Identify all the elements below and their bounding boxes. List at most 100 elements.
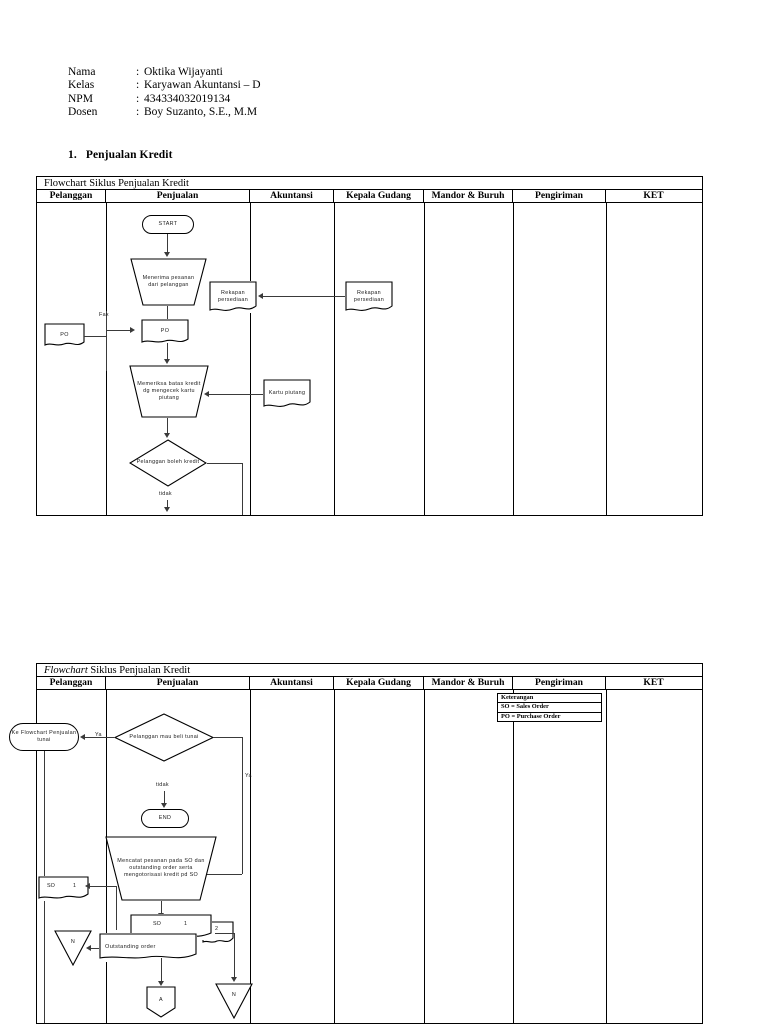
node-so-penjualan-copy: 1 [184,921,187,927]
connector-line [89,886,116,887]
identity-label-dosen: Dosen [68,106,98,119]
identity-label-kelas: Kelas [68,79,95,92]
node-end-label: END [158,814,172,821]
flowchart-1-body: START Menerima pesanan dari pelanggan Re… [37,203,702,515]
flowchart-2-caption-rest: Siklus Penjualan Kredit [87,665,191,676]
node-connector-n-left: N [54,930,92,967]
connector-line [90,948,99,949]
legend-item-po: PO = Purchase Order [501,713,561,720]
column-divider [513,203,514,515]
identity-block: Nama : Oktika Wijayanti Kelas : Karyawan… [68,66,261,120]
column-divider [606,203,607,515]
flowchart-1: Flowchart Siklus Penjualan Kredit Pelang… [36,176,703,516]
connector-line [84,737,114,738]
column-divider [106,690,107,1023]
node-mencatat-pesanan-label: Mencatat pesanan pada SO dan outstanding… [117,857,205,879]
identity-value-npm: 434334032019134 [144,92,231,105]
node-ke-flowchart-penjualan-tunai: Ke Flowchart Penjualan tunai [9,723,79,751]
column-header-mandor-buruh: Mandor & Buruh [424,677,513,689]
legend-title: Keterangan [498,694,601,703]
identity-colon: : [136,92,140,105]
column-header-mandor-buruh: Mandor & Buruh [424,190,513,202]
column-divider [250,690,251,1023]
column-header-ket: KET [643,677,664,688]
column-header-pengiriman: Pengiriman [513,190,606,202]
flowchart-2: Flowchart Siklus Penjualan Kredit Pelang… [9,663,703,1024]
arrow-down-icon [164,507,170,512]
connector-line [202,874,242,875]
node-connector-a-label: A [159,996,163,1003]
connector-line [234,933,235,979]
connector-line [106,311,107,371]
node-so-pelanggan-label: SO [47,883,55,889]
connector-line [161,958,162,983]
identity-label-nama: Nama [68,66,96,78]
node-connector-a: A [146,986,176,1018]
node-start: START [142,215,194,234]
node-memeriksa-batas-kredit-label: Memeriksa batas kredit dg mengecek kartu… [137,380,201,402]
edge-label-fax: Fax [99,312,109,318]
edge-label-ya-right: Ya [245,773,252,779]
connector-line [208,394,263,395]
column-divider [334,203,335,515]
identity-row-kelas: Kelas : Karyawan Akuntansi – D [68,79,261,92]
node-connector-n-right: N [215,983,253,1020]
identity-row-npm: NPM : 434334032019134 [68,93,261,106]
node-connector-n-left-label: N [70,938,76,945]
identity-label-npm: NPM [68,92,93,105]
flowchart-2-caption: Flowchart Siklus Penjualan Kredit [37,664,702,677]
arrow-down-icon [164,252,170,257]
connector-line [262,296,345,297]
column-divider [250,203,251,515]
node-kartu-piutang-label: Kartu piutang [268,390,306,397]
column-divider [424,690,425,1023]
connector-line [167,306,168,324]
identity-row-dosen: Dosen : Boy Suzanto, S.E., M.M [68,106,261,119]
column-divider [513,690,514,1023]
column-header-penjualan: Penjualan [106,190,250,202]
flowchart-1-caption: Flowchart Siklus Penjualan Kredit [37,177,702,190]
connector-line [167,234,168,254]
connector-line [116,886,117,930]
node-rekapan-persediaan-penjualan-label: Rekapan persediaan [217,289,249,303]
identity-colon: : [136,79,140,92]
connector-line [167,500,168,509]
identity-row-nama: Nama : Oktika Wijayanti [68,66,261,79]
node-po-pelanggan: PO [44,323,85,348]
node-end: END [141,809,189,828]
node-outstanding-order-label: Outstanding order [105,943,156,950]
node-decision-boleh-kredit: Pelanggan boleh kredit [128,439,208,487]
identity-colon: : [136,106,140,119]
column-header-penjualan: Penjualan [106,677,250,689]
node-decision-boleh-kredit-label: Pelanggan boleh kredit [136,459,200,466]
edge-label-tidak: tidak [159,491,172,497]
node-rekapan-persediaan-penjualan: Rekapan persediaan [209,281,257,313]
connector-line [106,330,131,331]
node-mencatat-pesanan: Mencatat pesanan pada SO dan outstanding… [105,836,217,901]
node-po-penjualan-label: PO [160,328,170,335]
node-start-label: START [158,220,178,227]
flowchart-2-body: Keterangan SO = Sales Order PO = Purchas… [9,690,702,1023]
arrow-left-icon [86,945,91,951]
node-so-pelanggan [38,876,89,901]
connector-line [167,343,168,361]
flowchart-1-header-row: Pelanggan Penjualan Akuntansi Kepala Gud… [37,190,702,203]
node-ke-flowchart-penjualan-tunai-label: Ke Flowchart Penjualan tunai [11,729,77,743]
column-header-akuntansi: Akuntansi [250,677,334,689]
arrow-down-icon [158,981,164,986]
edge-label-ya-left: Ya [95,732,102,738]
arrow-down-icon [231,977,237,982]
connector-line [242,463,243,515]
arrow-left-icon [80,734,85,740]
column-divider [606,690,607,1023]
node-so-penjualan-label: SO [153,921,161,927]
node-outstanding-order: Outstanding order [99,933,197,962]
column-divider [334,690,335,1023]
column-header-pengiriman: Pengiriman [513,677,606,689]
column-divider [424,203,425,515]
node-rekapan-persediaan-gudang-label: Rekapan persediaan [353,289,385,303]
arrow-left-icon [258,293,263,299]
connector-line [207,463,242,464]
node-decision-mau-beli-tunai: Pelanggan mau beli tunai [113,713,215,762]
node-decision-mau-beli-tunai-label: Pelanggan mau beli tunai [129,733,199,740]
